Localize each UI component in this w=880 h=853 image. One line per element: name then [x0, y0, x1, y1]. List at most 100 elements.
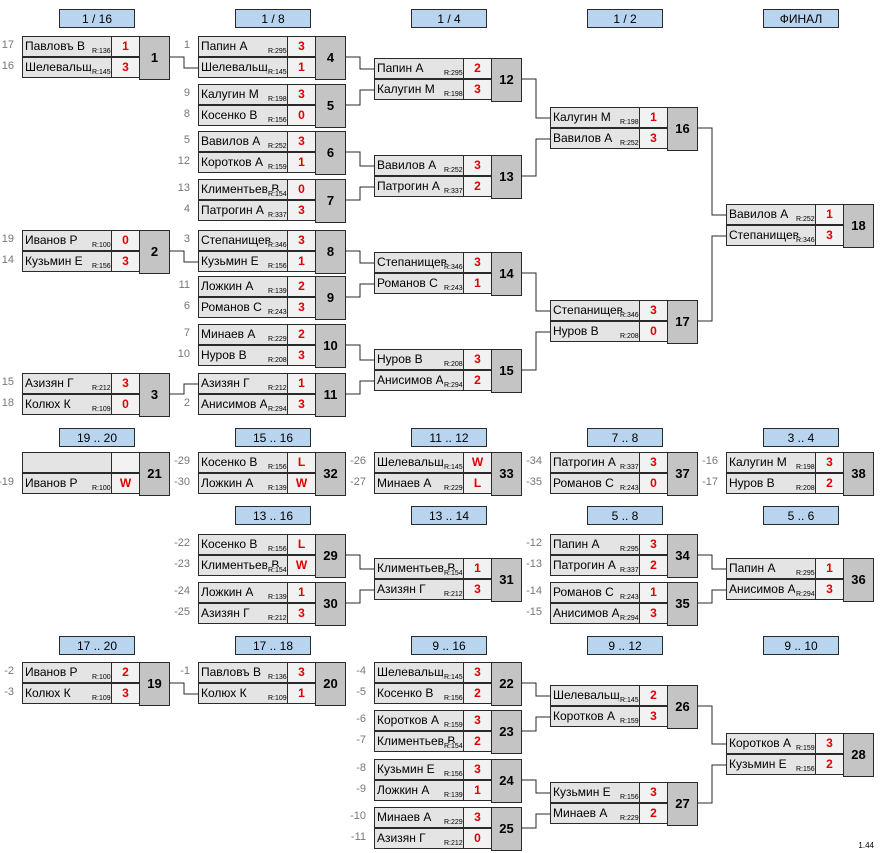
seed-number: 12 [177, 155, 190, 167]
seed-number: -27 [350, 476, 366, 488]
match-number: 20 [315, 662, 346, 706]
player-rating: R:243 [443, 285, 463, 292]
player-rating: R:156 [443, 771, 463, 778]
player-name: Коротков А [729, 736, 792, 750]
match-number: 12 [491, 58, 522, 102]
player-rating: R:208 [795, 485, 815, 492]
player-rating: R:243 [267, 309, 287, 316]
player-name: Азизян Г [25, 376, 74, 390]
seed-number: -30 [174, 476, 190, 488]
match-number: 32 [315, 452, 346, 496]
seed-number: -8 [356, 762, 366, 774]
player-rating: R:294 [619, 615, 639, 622]
player-slot[interactable] [22, 452, 140, 473]
player-rating: R:252 [443, 167, 463, 174]
seed-number: -13 [526, 558, 542, 570]
player-score: 1 [639, 583, 667, 602]
player-rating: R:159 [619, 718, 639, 725]
player-name: Патрогин А [553, 455, 616, 469]
player-name: Минаев А [553, 806, 608, 820]
player-score: W [463, 453, 491, 472]
